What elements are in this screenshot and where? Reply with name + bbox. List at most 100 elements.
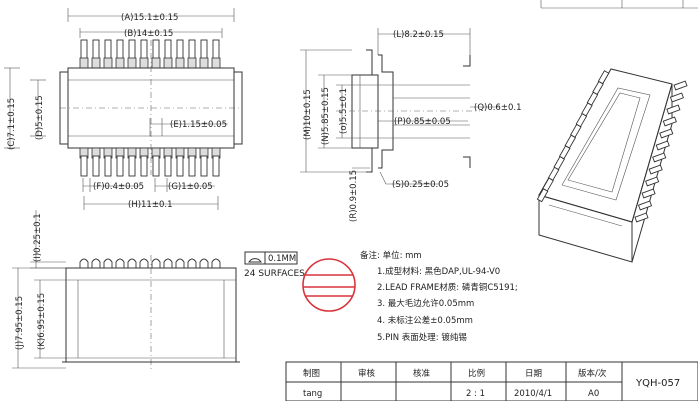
frame-lines [540,0,698,9]
pin-base [79,57,89,69]
title-block: 制图 审核 核准 比例 日期 版本/次 tang 2 : 1 2010/4/1 … [285,361,698,401]
pin [151,258,161,268]
pin [187,258,197,268]
pin [115,258,125,268]
pin [91,258,101,268]
pin [175,258,185,268]
dim-o: (o)5.5±0.1 [339,88,349,134]
pin [200,39,208,61]
note-5: 5.PIN 表面处理: 镀纯锡 [377,332,467,343]
pin-base [115,57,125,69]
pin [666,104,681,115]
pin [655,140,670,151]
top-pin-row-lower [79,147,221,177]
pin-base [175,57,185,69]
pin-base [151,57,161,69]
pin [104,155,112,177]
pin [140,155,148,177]
dim-j: (J)7.95±0.15 [15,296,25,350]
pin [641,188,656,199]
pin [128,39,136,61]
note-3: 3. 最大毛边允许0.05mm [377,298,474,309]
dim-f: (F)0.4±0.05 [93,182,144,192]
pin-base [211,57,221,69]
top-view: (A)15.1±0.15 (B)14±0.15 (C)7.1±0.15 (D)5… [4,8,243,210]
tb-value-4: 2010/4/1 [514,389,552,399]
note-4: 4. 未标注公差±0.05mm [377,315,473,326]
pin [176,39,184,61]
pin [140,39,148,61]
pin [127,258,137,268]
pin-base [91,57,101,69]
dim-q: (Q)0.6±0.1 [474,103,521,113]
dim-d: (D)5±0.15 [35,95,45,140]
pin [176,155,184,177]
pin [662,116,677,127]
pin [164,39,172,61]
flatness-icon [248,258,262,263]
pin [637,200,653,211]
tb-value-5: A0 [588,389,599,399]
pin [128,155,136,177]
pin [212,39,220,61]
tb-value-0: tang [303,389,322,399]
notes: 备注: 单位: mm 1.成型材料: 黑色DAP,UL-94-V0 2.LEAD… [360,250,518,343]
pin [673,80,688,91]
dim-s: (S)0.25±0.05 [392,180,449,190]
pin [188,39,196,61]
pin [200,155,208,177]
pin [152,39,160,61]
pin-base [163,57,173,69]
isometric-view [536,68,688,263]
pin [92,155,100,177]
pin [80,39,88,61]
tb-header-2: 核准 [413,368,431,379]
flatness-value: 0.1MM [268,254,296,264]
pin-base [127,57,137,69]
company-logo [302,258,356,312]
pin [211,258,221,268]
dim-c: (C)7.1±0.15 [7,98,17,150]
top-pin-row-upper [79,39,221,69]
tb-value-3: 2 : 1 [466,389,485,399]
dim-r: (R)0.9±0.15 [349,170,359,222]
flatness-callout: 0.1MM 24 SURFACES [244,251,305,279]
pin [103,258,113,268]
pin-base [139,57,149,69]
pin [92,39,100,61]
tb-header-5: 版本/次 [578,368,607,379]
iso-pins-left [536,70,610,203]
front-view: (I)0.25±0.1 (J)7.95±0.15 (K)6.95±0.15 [12,210,240,372]
dim-h: (H)11±0.1 [128,200,172,210]
pin-base [103,57,113,69]
note-1: 1.成型材料: 黑色DAP,UL-94-V0 [377,266,500,277]
pin [645,176,660,187]
dim-i: (I)0.25±0.1 [33,213,43,262]
dim-p: (P)0.85±0.05 [394,117,451,127]
pin [199,258,209,268]
dim-a: (A)15.1±0.15 [121,13,178,23]
tb-header-1: 审核 [358,368,376,379]
tb-header-3: 比例 [468,368,485,379]
pin [139,258,149,268]
notes-header: 备注: 单位: mm [360,250,422,261]
iso-pins-right [634,80,688,223]
dim-m: (M)10±0.15 [303,89,313,140]
pin [116,155,124,177]
part-number: YQH-057 [635,378,680,389]
pin [652,152,667,163]
pin [163,258,173,268]
pin [597,70,610,85]
pin [669,92,684,103]
flatness-label: 24 SURFACES [244,269,305,279]
pin [104,39,112,61]
side-view: (L)8.2±0.15 (M)10±0.15 (N)5.85±0.15 (o)5… [300,28,521,222]
dim-k: (K)6.95±0.15 [37,293,47,350]
pin [659,128,674,139]
pin [79,258,89,268]
pin [188,155,196,177]
pin [116,39,124,61]
dim-g: (G)1±0.05 [168,182,213,192]
pin-base [199,57,209,69]
